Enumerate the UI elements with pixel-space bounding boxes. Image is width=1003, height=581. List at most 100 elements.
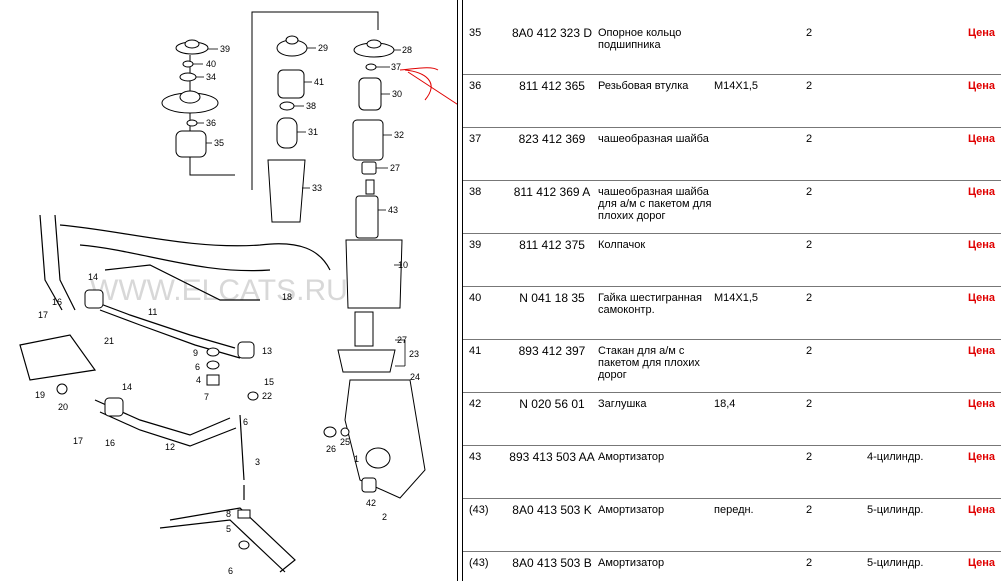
position-number: 41 (469, 345, 482, 357)
callout: 6 (228, 566, 233, 576)
part-description: Амортизатор (598, 557, 665, 569)
part-quantity: 2 (806, 239, 813, 251)
part-description: чашеобразная шайба для а/м с пакетом для… (598, 186, 712, 222)
callout: 16 (52, 297, 62, 307)
table-row[interactable]: 37 823 412 369 чашеобразная шайба 2 Цена (463, 128, 1001, 181)
callout: 11 (148, 307, 157, 317)
part-description: Амортизатор (598, 504, 665, 516)
callout: 17 (73, 436, 83, 446)
part-number: 823 412 369 (518, 132, 586, 146)
part-description: Заглушка (598, 398, 647, 410)
callout: 3 (255, 457, 260, 467)
part-description: Колпачок (598, 239, 646, 251)
price-link[interactable]: Цена (967, 133, 995, 145)
part-quantity: 2 (806, 80, 813, 92)
table-row[interactable]: (43) 8A0 413 503 K Амортизатор передн. 2… (463, 499, 1001, 552)
watermark: WWW.ELCATS.RU (90, 274, 348, 307)
part-note: 18,4 (714, 398, 736, 410)
callout: 1 (354, 454, 359, 464)
callout: 9 (193, 348, 198, 358)
callout: 18 (282, 292, 292, 302)
callout: 22 (262, 391, 272, 401)
price-link[interactable]: Цена (967, 239, 995, 251)
callout: 14 (88, 272, 98, 282)
callout: 6 (243, 417, 248, 427)
part-quantity: 2 (806, 345, 813, 357)
callout: 29 (318, 43, 328, 53)
position-number: (43) (469, 557, 489, 569)
callout: 26 (326, 444, 336, 454)
callout: 41 (314, 77, 324, 87)
callout-labels: 39 40 34 36 35 29 41 38 31 33 28 37 30 3… (35, 43, 420, 576)
part-description: Стакан для а/м с пакетом для плохих доро… (598, 345, 700, 381)
price-link[interactable]: Цена (967, 504, 995, 516)
table-row[interactable]: 35 8A0 412 323 D Опорное кольцо подшипни… (463, 22, 1001, 75)
part-quantity: 2 (806, 504, 813, 516)
table-row[interactable]: (43) 8A0 413 503 B Амортизатор 2 5-цилин… (463, 552, 1001, 581)
callout: 38 (306, 101, 316, 111)
price-link[interactable]: Цена (967, 345, 995, 357)
table-row[interactable]: 39 811 412 375 Колпачок 2 Цена (463, 234, 1001, 287)
part-note: передн. (714, 504, 754, 516)
position-number: (43) (469, 504, 489, 516)
part-description: чашеобразная шайба (598, 133, 709, 145)
part-number: 811 412 375 (519, 238, 585, 252)
part-note: M14X1,5 (714, 80, 759, 92)
callout: 42 (366, 498, 376, 508)
price-link[interactable]: Цена (967, 80, 995, 92)
table-row[interactable]: 43 893 413 503 AA Амортизатор 2 4-цилинд… (463, 446, 1001, 499)
position-number: 42 (469, 398, 482, 410)
callout: 37 (391, 62, 401, 72)
price-link[interactable]: Цена (967, 27, 995, 39)
callout: 27 (397, 335, 407, 345)
part-number: 811 412 369 A (513, 185, 591, 199)
part-number: 8A0 412 323 D (511, 26, 593, 40)
price-link[interactable]: Цена (967, 557, 995, 569)
table-row[interactable]: 40 N 041 18 35 Гайка шестигранная самоко… (463, 287, 1001, 340)
position-number: 40 (469, 292, 482, 304)
position-number: 38 (469, 186, 482, 198)
callout: 27 (390, 163, 400, 173)
part-note: M14X1,5 (714, 292, 759, 304)
callout: 40 (206, 59, 216, 69)
position-number: 35 (469, 27, 482, 39)
callout: 2 (382, 512, 387, 522)
price-link[interactable]: Цена (967, 292, 995, 304)
table-row[interactable]: 36 811 412 365 Резьбовая втулка M14X1,5 … (463, 75, 1001, 128)
part-quantity: 2 (806, 292, 813, 304)
callout: 6 (195, 362, 200, 372)
part-quantity: 2 (806, 133, 813, 145)
callout: 16 (105, 438, 115, 448)
callout: 33 (312, 183, 322, 193)
callout: 36 (206, 118, 216, 128)
callout: 21 (104, 336, 114, 346)
callout: 25 (340, 437, 350, 447)
callout: 4 (196, 375, 201, 385)
middle-column (267, 35, 308, 223)
part-quantity: 2 (806, 398, 813, 410)
price-link[interactable]: Цена (967, 186, 995, 198)
callout: 24 (410, 372, 420, 382)
callout: 23 (409, 349, 419, 359)
callout: 20 (58, 402, 68, 412)
price-link[interactable]: Цена (967, 398, 995, 410)
callout: 7 (204, 392, 209, 402)
part-number: N 020 56 01 (519, 397, 585, 411)
price-link[interactable]: Цена (967, 451, 995, 463)
callout: 19 (35, 390, 45, 400)
position-number: 39 (469, 239, 482, 251)
red-annotation-mark (399, 67, 439, 101)
part-description: Гайка шестигранная самоконтр. (598, 292, 702, 316)
table-row[interactable]: 42 N 020 56 01 Заглушка 18,4 2 Цена (463, 393, 1001, 446)
table-row[interactable]: 41 893 412 397 Стакан для а/м с пакетом … (463, 340, 1001, 393)
callout: 8 (226, 509, 231, 519)
part-quantity: 2 (806, 27, 813, 39)
part-number: 8A0 413 503 B (512, 556, 592, 570)
part-description: Опорное кольцо подшипника (598, 27, 682, 51)
part-number: 8A0 413 503 K (512, 503, 592, 517)
callout: 5 (226, 524, 231, 534)
position-number: 43 (469, 451, 482, 463)
callout: 34 (206, 72, 216, 82)
part-model: 5-цилиндр. (867, 504, 924, 516)
table-row[interactable]: 38 811 412 369 A чашеобразная шайба для … (463, 181, 1001, 234)
